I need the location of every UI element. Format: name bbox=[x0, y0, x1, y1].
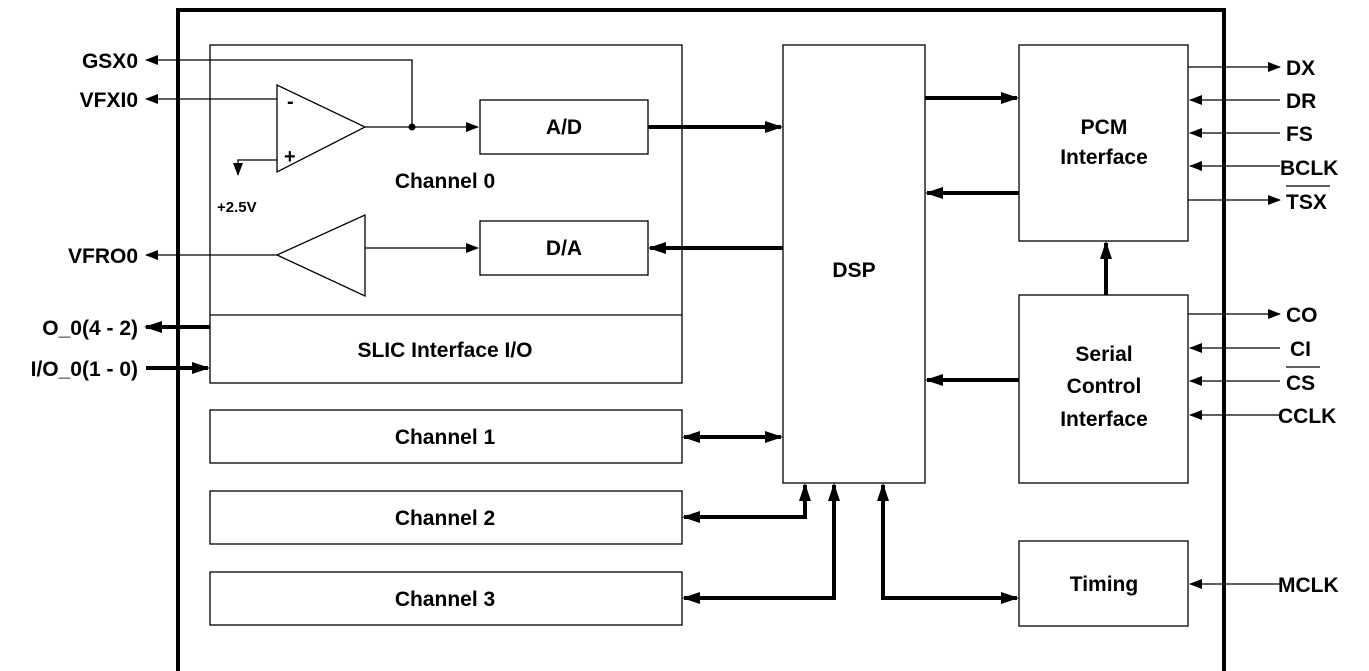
ad-converter-label: A/D bbox=[546, 116, 582, 139]
receive-amplifier bbox=[275, 213, 366, 298]
pin-bclk: BCLK bbox=[1280, 157, 1338, 180]
opamp-minus-sign: - bbox=[287, 91, 294, 113]
channel2-block bbox=[209, 490, 683, 545]
channel0-label: Channel 0 bbox=[395, 170, 495, 193]
opamp-reference-wire bbox=[233, 159, 277, 176]
channel3-dsp-bus bbox=[682, 483, 840, 604]
channel3-block bbox=[209, 571, 683, 626]
channel2-label: Channel 2 bbox=[395, 507, 495, 530]
transmit-opamp bbox=[276, 83, 367, 174]
serial-control-block bbox=[1018, 294, 1189, 484]
pin-cclk: CCLK bbox=[1278, 405, 1336, 428]
channel3-label: Channel 3 bbox=[395, 588, 495, 611]
pin-io0: I/O_0(1 - 0) bbox=[31, 358, 138, 381]
pin-ci: CI bbox=[1290, 338, 1311, 361]
pin-o0: O_0(4 - 2) bbox=[42, 317, 138, 340]
serial-control-label-line1: Serial bbox=[1075, 343, 1132, 366]
ad-converter-block bbox=[479, 99, 649, 155]
channel1-block bbox=[209, 409, 683, 464]
slic-interface-label: SLIC Interface I/O bbox=[357, 339, 532, 362]
pin-dr: DR bbox=[1286, 90, 1316, 113]
da-converter-block bbox=[479, 220, 649, 276]
pin-gsx0: GSX0 bbox=[82, 50, 138, 73]
gsx0-feedback-wire bbox=[145, 55, 413, 127]
serial-control-label-line3: Interface bbox=[1060, 408, 1148, 431]
pcm-interface-block bbox=[1018, 44, 1189, 242]
opamp-plus-sign: + bbox=[284, 146, 296, 168]
serial-control-label-line2: Control bbox=[1067, 375, 1142, 398]
dsp-timing-bus bbox=[877, 483, 1019, 604]
pcm-interface-label-line2: Interface bbox=[1060, 146, 1148, 169]
pin-vfro0: VFRO0 bbox=[68, 245, 138, 268]
timing-block bbox=[1018, 540, 1189, 627]
timing-label: Timing bbox=[1070, 573, 1138, 596]
dsp-label: DSP bbox=[832, 259, 875, 282]
pin-co: CO bbox=[1286, 304, 1318, 327]
pin-fs: FS bbox=[1286, 123, 1313, 146]
pin-cs: CS bbox=[1286, 372, 1315, 395]
pcm-interface-label-line1: PCM bbox=[1081, 116, 1128, 139]
dsp-block bbox=[782, 44, 926, 484]
channel1-label: Channel 1 bbox=[395, 426, 496, 449]
da-converter-label: D/A bbox=[546, 237, 582, 260]
pin-dx: DX bbox=[1286, 57, 1315, 80]
pin-mclk: MCLK bbox=[1278, 574, 1339, 597]
pin-vfxi0: VFXI0 bbox=[80, 89, 138, 112]
pin-tsx: TSX bbox=[1286, 191, 1327, 214]
reference-voltage-label: +2.5V bbox=[217, 199, 257, 216]
